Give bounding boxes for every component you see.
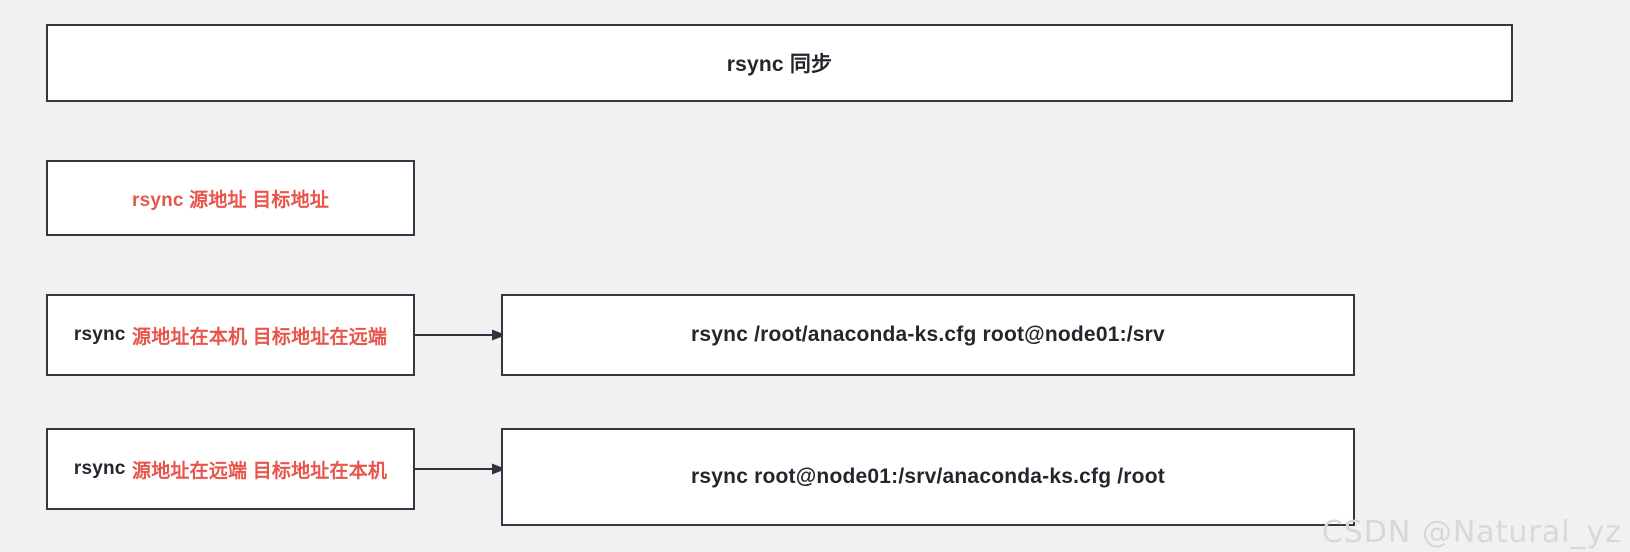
title-text: rsync 同步: [726, 53, 833, 76]
watermark: CSDN @Natural_yz: [1321, 515, 1622, 550]
command-box-remote-to-local: rsync root@node01:/srv/anaconda-ks.cfg /…: [501, 428, 1355, 526]
command-text: rsync root@node01:/srv/anaconda-ks.cfg /…: [691, 465, 1165, 488]
case-label-prefix: rsync: [73, 458, 126, 479]
case-label-detail: 源地址在本机 目标地址在远端: [132, 326, 388, 348]
syntax-pattern-box: rsync 源地址 目标地址: [46, 160, 415, 236]
case-label-prefix: rsync: [73, 324, 126, 345]
title-box: rsync 同步: [46, 24, 1513, 102]
case-label-box-remote-to-local: rsync 源地址在远端 目标地址在本机: [46, 428, 415, 510]
case-label-detail: 源地址在远端 目标地址在本机: [132, 460, 388, 482]
case-label-box-local-to-remote: rsync 源地址在本机 目标地址在远端: [46, 294, 415, 376]
syntax-pattern-text: rsync 源地址 目标地址: [131, 189, 330, 211]
command-box-local-to-remote: rsync /root/anaconda-ks.cfg root@node01:…: [501, 294, 1355, 376]
arrow-right-icon-remote-to-local: [414, 463, 506, 475]
command-text: rsync /root/anaconda-ks.cfg root@node01:…: [691, 323, 1165, 346]
arrow-right-icon-local-to-remote: [414, 329, 506, 341]
